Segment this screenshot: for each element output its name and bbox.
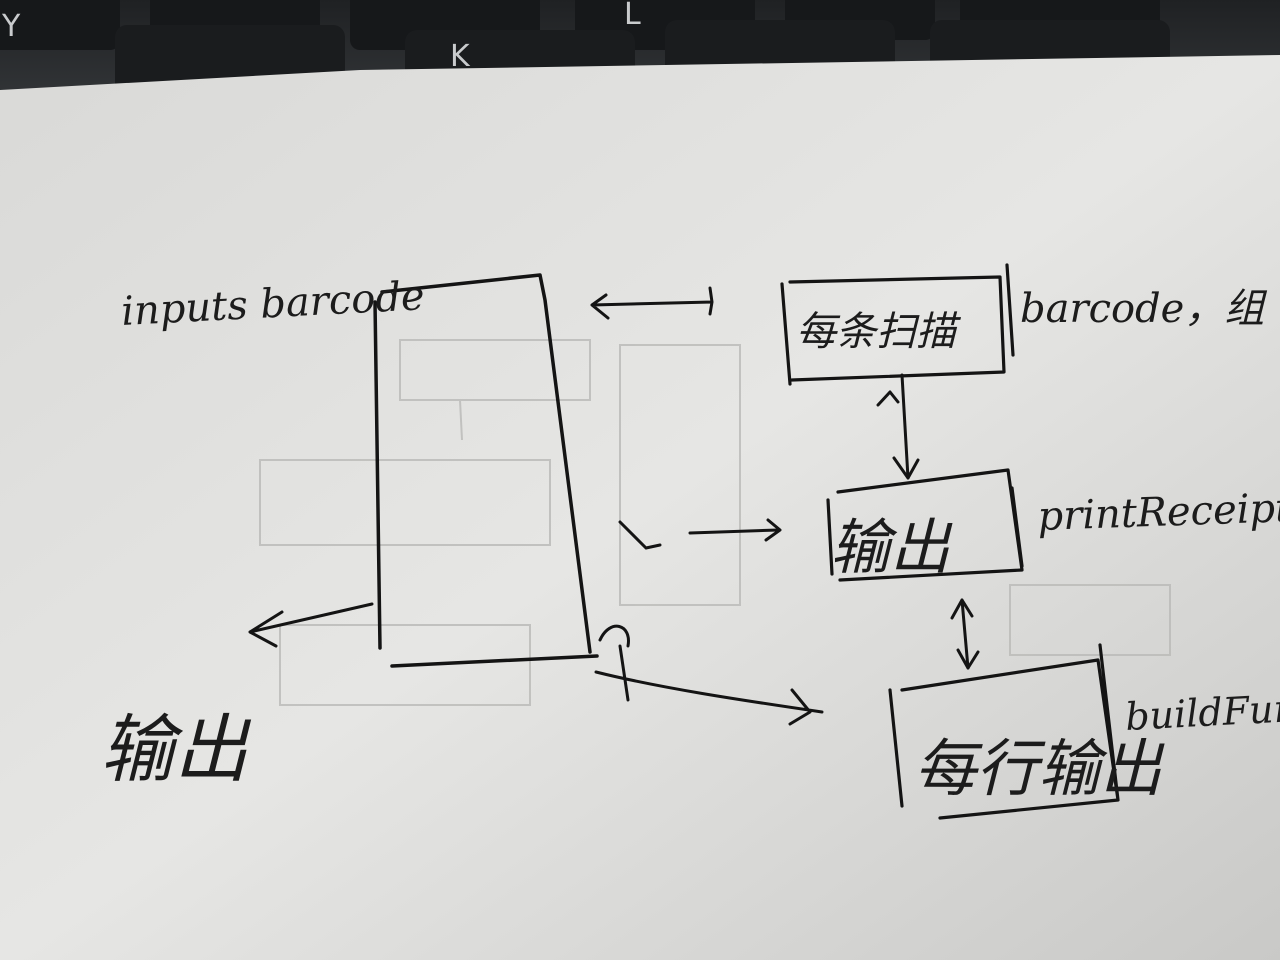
- middle-to-bottom-arrow: [950, 598, 980, 670]
- top-box-connector: [590, 286, 714, 320]
- paper-sheet: [0, 55, 1280, 960]
- output-arrow: [248, 602, 374, 648]
- top-box-text: 每条扫描: [796, 309, 962, 355]
- middle-to-column-arrow: [618, 518, 782, 550]
- top-box-note: barcode，组: [1020, 286, 1267, 332]
- key-l-label: L: [624, 0, 641, 32]
- bottom-box-note: buildFun: [1124, 686, 1280, 739]
- top-box: [780, 263, 1015, 386]
- column-to-bottom-arrow: [594, 624, 824, 726]
- main-column-box: [373, 273, 599, 668]
- key-y-label: Y: [1, 9, 21, 44]
- middle-box-note: printReceipt: [1037, 485, 1280, 540]
- top-to-middle-arrow: [876, 373, 920, 480]
- output-label: 输出: [100, 707, 252, 793]
- middle-box: [826, 468, 1024, 582]
- bleed-through-sketch: [259, 339, 1171, 706]
- middle-box-text: 输出: [830, 513, 953, 583]
- diagram: inputs barcode 输出 每条扫描 barcode，组 输出 prin…: [100, 263, 1280, 820]
- bottom-box-text: 每行输出: [914, 732, 1165, 805]
- bottom-box: [888, 643, 1120, 820]
- key-k-label: K: [450, 39, 471, 74]
- keyboard-key: [0, 0, 120, 50]
